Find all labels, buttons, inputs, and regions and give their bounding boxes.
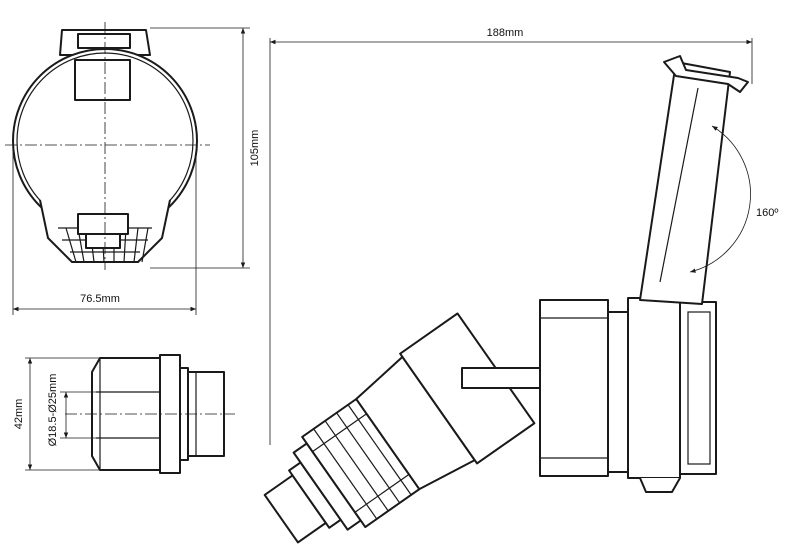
width-dimension: 76.5mm (12, 150, 197, 315)
gland-height-dimension: 42mm (13, 357, 100, 471)
cable-range-label: Ø18.5-Ø25mm (47, 374, 59, 447)
gland-view (65, 354, 235, 474)
overall-length-label: 188mm (487, 27, 524, 39)
overall-length-dimension: 188mm (269, 27, 753, 445)
width-label: 76.5mm (80, 293, 120, 305)
gland-height-label: 42mm (13, 399, 25, 430)
cable-range-dimension: Ø18.5-Ø25mm (47, 374, 96, 447)
height-dimension: 105mm (150, 27, 261, 269)
height-label: 105mm (249, 130, 261, 167)
side-view: 160º (263, 55, 778, 544)
front-view (5, 22, 210, 270)
lid-angle-label: 160º (756, 207, 778, 219)
